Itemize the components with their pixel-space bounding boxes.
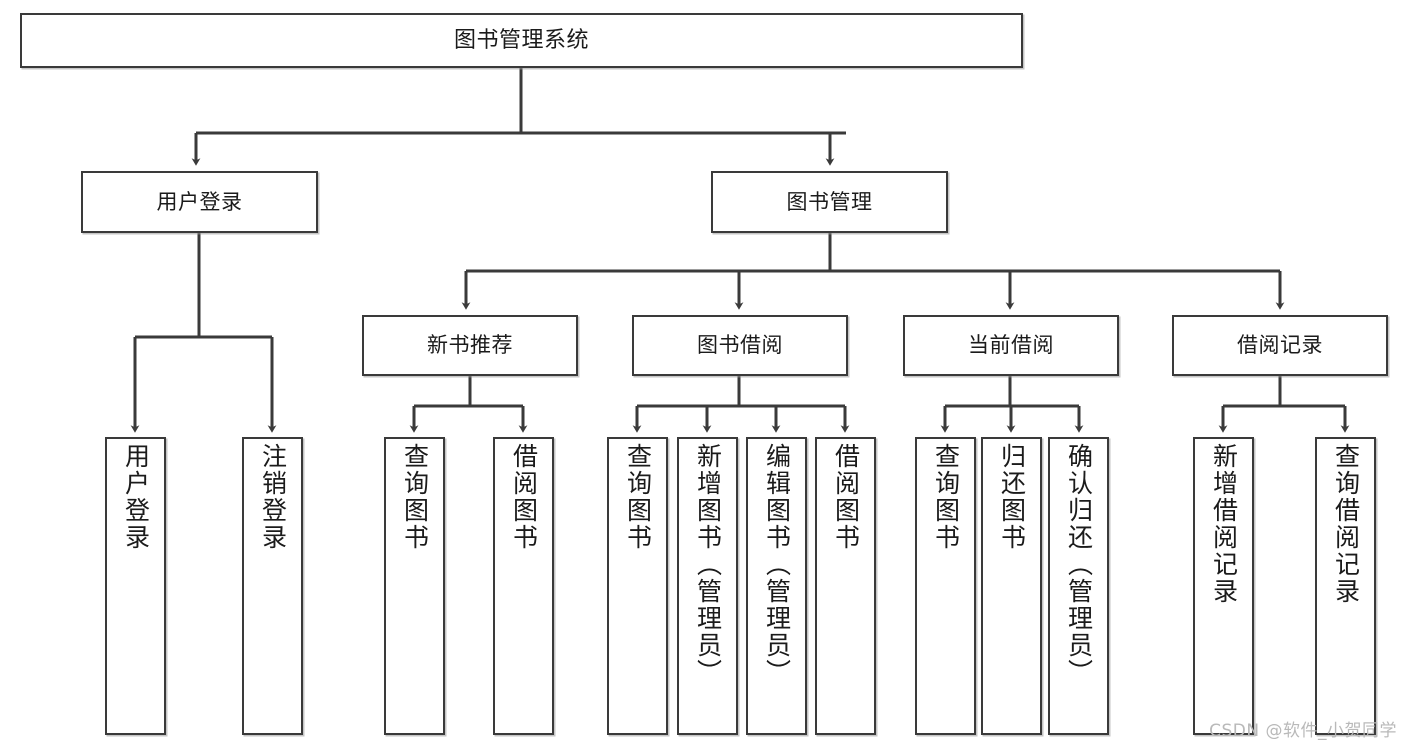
leaf-borrow-add-book-admin[interactable]: 新增图书（管理员）	[677, 437, 738, 735]
node-label: 新增借阅记录	[1209, 443, 1239, 605]
node-book-borrow[interactable]: 图书借阅	[632, 315, 848, 376]
leaf-current-confirm-return-admin[interactable]: 确认归还（管理员）	[1048, 437, 1109, 735]
node-label: 查询图书	[931, 443, 961, 551]
leaf-current-return-book[interactable]: 归还图书	[981, 437, 1042, 735]
node-label: 查询图书	[400, 443, 430, 551]
leaf-borrow-edit-book-admin[interactable]: 编辑图书（管理员）	[746, 437, 807, 735]
node-label: 借阅图书	[509, 443, 539, 551]
node-current-borrow[interactable]: 当前借阅	[903, 315, 1119, 376]
leaf-newbook-query-book[interactable]: 查询图书	[384, 437, 445, 735]
leaf-borrow-query-book[interactable]: 查询图书	[607, 437, 668, 735]
node-root-system[interactable]: 图书管理系统	[20, 13, 1023, 68]
node-label: 图书管理	[786, 189, 873, 214]
leaf-record-query-record[interactable]: 查询借阅记录	[1315, 437, 1376, 735]
node-label: 借阅记录	[1237, 333, 1323, 358]
leaf-current-query-book[interactable]: 查询图书	[915, 437, 976, 735]
node-label: 查询借阅记录	[1331, 443, 1361, 605]
node-new-book-recommend[interactable]: 新书推荐	[362, 315, 578, 376]
leaf-user-logout[interactable]: 注销登录	[242, 437, 303, 735]
csdn-watermark: CSDN @软件_小贺同学	[1209, 721, 1397, 741]
node-label: 确认归还（管理员）	[1064, 443, 1094, 686]
node-user-login[interactable]: 用户登录	[81, 171, 318, 233]
leaf-user-login[interactable]: 用户登录	[105, 437, 166, 735]
node-label: 新增图书（管理员）	[693, 443, 723, 686]
node-label: 图书管理系统	[453, 27, 589, 53]
node-book-management[interactable]: 图书管理	[711, 171, 948, 233]
leaf-newbook-borrow-book[interactable]: 借阅图书	[493, 437, 554, 735]
leaf-borrow-borrow-book[interactable]: 借阅图书	[815, 437, 876, 735]
node-label: 用户登录	[121, 443, 151, 551]
leaf-record-add-record[interactable]: 新增借阅记录	[1193, 437, 1254, 735]
node-borrow-record[interactable]: 借阅记录	[1172, 315, 1388, 376]
node-label: 新书推荐	[427, 333, 513, 358]
node-label: 归还图书	[997, 443, 1027, 551]
node-label: 当前借阅	[968, 333, 1054, 358]
node-label: 注销登录	[258, 443, 288, 551]
node-label: 用户登录	[156, 189, 243, 214]
node-label: 编辑图书（管理员）	[762, 443, 792, 686]
node-label: 借阅图书	[831, 443, 861, 551]
node-label: 图书借阅	[697, 333, 783, 358]
node-label: 查询图书	[623, 443, 653, 551]
